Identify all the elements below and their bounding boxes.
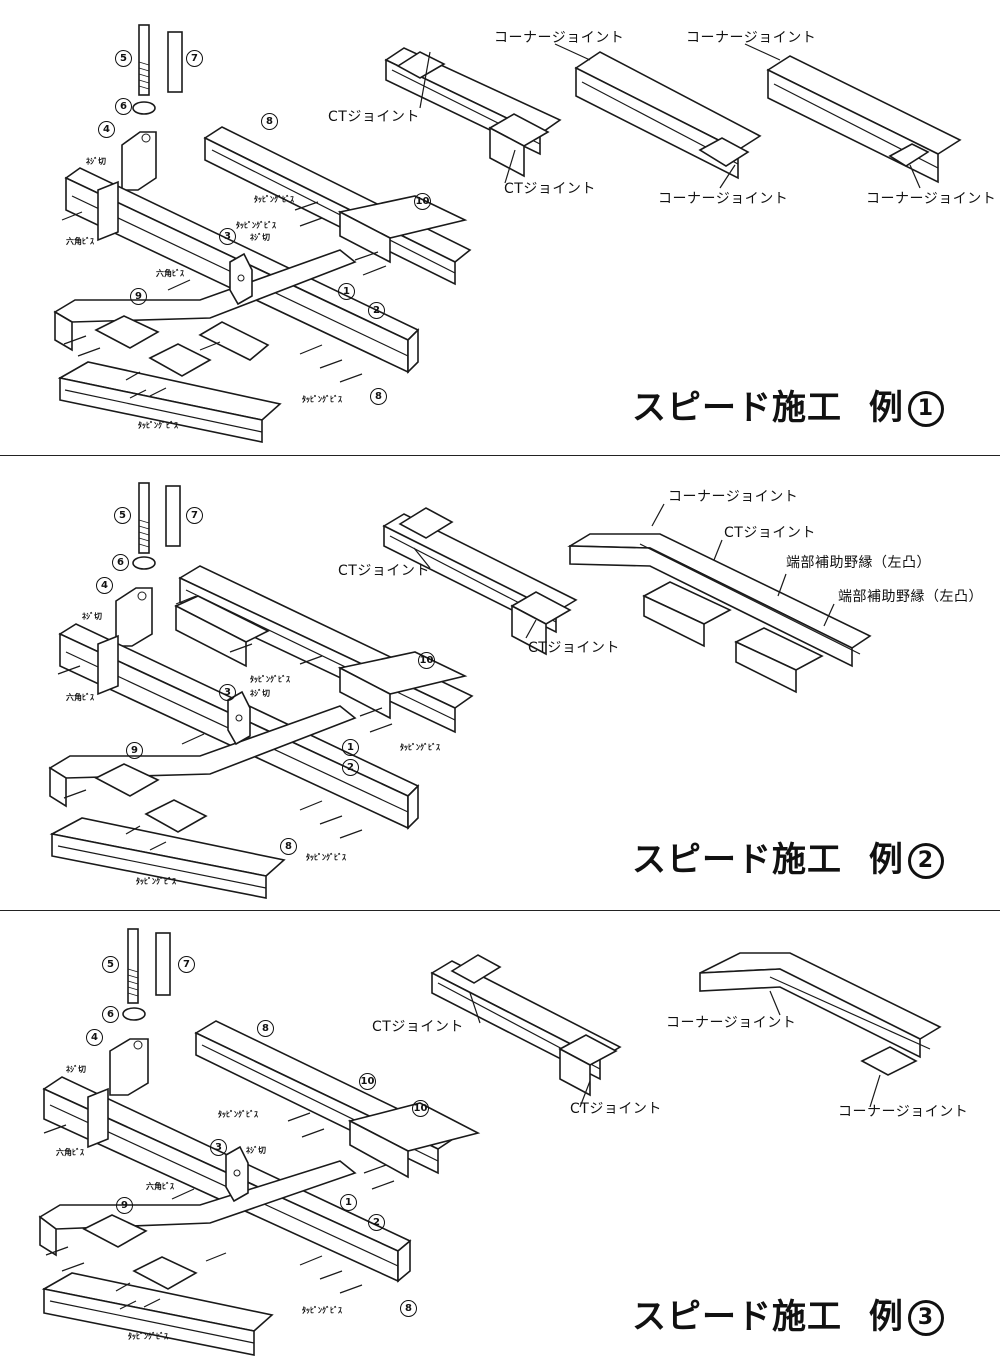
- part-number-2: 2: [368, 302, 385, 319]
- assembly-diagram: [48, 482, 872, 899]
- title-text: スピード施工: [632, 1297, 842, 1337]
- label-tapping-screw: ﾀｯﾋﾟﾝｸﾞﾋﾞｽ: [400, 743, 440, 752]
- label-tapping-screw: ﾀｯﾋﾟﾝｸﾞﾋﾞｽ: [254, 195, 294, 204]
- part-number-9: 9: [130, 288, 147, 305]
- callout-corner-joint: コーナージョイント: [686, 30, 817, 46]
- panel-example-1: CTジョイント CTジョイント コーナージョイント コーナージョイント コーナー…: [0, 0, 1000, 455]
- label-tapping-screw: ﾀｯﾋﾟﾝｸﾞﾋﾞｽ: [138, 421, 178, 430]
- label-tapping-screw: ﾀｯﾋﾟﾝｸﾞﾋﾞｽ: [136, 877, 176, 886]
- part-number-7: 7: [186, 50, 203, 67]
- part-number-10: 10: [418, 652, 435, 669]
- panel-example-2: CTジョイント CTジョイント コーナージョイント CTジョイント 端部補助野縁…: [0, 456, 1000, 910]
- panel-example-3: CTジョイント CTジョイント コーナージョイント コーナージョイント 5 7 …: [0, 911, 1000, 1364]
- label-tapping-screw: ﾀｯﾋﾟﾝｸﾞﾋﾞｽ: [250, 675, 290, 684]
- callout-corner-joint: コーナージョイント: [866, 191, 997, 207]
- callout-corner-joint: コーナージョイント: [658, 191, 789, 207]
- section-divider: [0, 910, 1000, 911]
- label-tapping-screw: ﾀｯﾋﾟﾝｸﾞﾋﾞｽ: [302, 1306, 342, 1315]
- callout-ct-joint: CTジョイント: [328, 109, 420, 125]
- part-number-10: 10: [412, 1100, 429, 1117]
- part-number-6: 6: [102, 1006, 119, 1023]
- assembly-diagram: [38, 928, 942, 1356]
- part-number-4: 4: [86, 1029, 103, 1046]
- callout-ct-joint: CTジョイント: [724, 525, 816, 541]
- part-number-3: 3: [219, 228, 236, 245]
- part-number-5: 5: [115, 50, 132, 67]
- callout-corner-joint: コーナージョイント: [668, 489, 799, 505]
- label-neji-cut: ﾈｼﾞ切: [86, 157, 106, 166]
- part-number-4: 4: [98, 121, 115, 138]
- label-hex-screw: 六角ﾋﾞｽ: [156, 269, 184, 278]
- part-number-5: 5: [114, 507, 131, 524]
- label-tapping-screw: ﾀｯﾋﾟﾝｸﾞﾋﾞｽ: [218, 1110, 258, 1119]
- part-number-10: 10: [414, 193, 431, 210]
- callout-end-auxiliary-furring: 端部補助野縁（左凸）: [786, 555, 931, 571]
- part-number-8: 8: [261, 113, 278, 130]
- callout-ct-joint: CTジョイント: [504, 181, 596, 197]
- part-number-3: 3: [219, 684, 236, 701]
- example-text: 例: [868, 1297, 904, 1337]
- label-neji-cut: ﾈｼﾞ切: [250, 233, 270, 242]
- callout-corner-joint: コーナージョイント: [838, 1104, 969, 1120]
- part-number-2: 2: [368, 1214, 385, 1231]
- label-hex-screw: 六角ﾋﾞｽ: [66, 693, 94, 702]
- label-hex-screw: 六角ﾋﾞｽ: [66, 237, 94, 246]
- label-neji-cut: ﾈｼﾞ切: [82, 612, 102, 621]
- callout-ct-joint: CTジョイント: [372, 1019, 464, 1035]
- part-number-7: 7: [186, 507, 203, 524]
- label-neji-cut: ﾈｼﾞ切: [246, 1146, 266, 1155]
- part-number-5: 5: [102, 956, 119, 973]
- label-hex-screw: 六角ﾋﾞｽ: [56, 1148, 84, 1157]
- label-tapping-screw: ﾀｯﾋﾟﾝｸﾞﾋﾞｽ: [128, 1332, 168, 1341]
- example-text: 例: [868, 388, 904, 428]
- example-number-badge: 2: [907, 843, 944, 879]
- callout-end-auxiliary-furring: 端部補助野縁（左凸）: [838, 589, 983, 605]
- callout-ct-joint: CTジョイント: [528, 640, 620, 656]
- part-number-6: 6: [115, 98, 132, 115]
- label-tapping-screw: ﾀｯﾋﾟﾝｸﾞﾋﾞｽ: [306, 853, 346, 862]
- example-number-badge: 1: [907, 391, 944, 427]
- part-number-1: 1: [340, 1194, 357, 1211]
- part-number-7: 7: [178, 956, 195, 973]
- section-divider: [0, 455, 1000, 456]
- label-neji-cut: ﾈｼﾞ切: [250, 689, 270, 698]
- part-number-1: 1: [342, 739, 359, 756]
- title-text: スピード施工: [632, 840, 842, 880]
- label-neji-cut: ﾈｼﾞ切: [66, 1065, 86, 1074]
- part-number-10: 10: [359, 1073, 376, 1090]
- label-tapping-screw: ﾀｯﾋﾟﾝｸﾞﾋﾞｽ: [236, 221, 276, 230]
- part-number-8: 8: [257, 1020, 274, 1037]
- callout-ct-joint: CTジョイント: [570, 1101, 662, 1117]
- example-number-badge: 3: [907, 1300, 944, 1336]
- callout-corner-joint: コーナージョイント: [666, 1015, 797, 1031]
- callout-ct-joint: CTジョイント: [338, 563, 430, 579]
- part-number-3: 3: [210, 1139, 227, 1156]
- part-number-9: 9: [126, 742, 143, 759]
- example-text: 例: [868, 840, 904, 880]
- callout-corner-joint: コーナージョイント: [494, 30, 625, 46]
- part-number-6: 6: [112, 554, 129, 571]
- part-number-8: 8: [280, 838, 297, 855]
- label-tapping-screw: ﾀｯﾋﾟﾝｸﾞﾋﾞｽ: [302, 395, 342, 404]
- part-number-2: 2: [342, 759, 359, 776]
- part-number-8: 8: [370, 388, 387, 405]
- assembly-diagram: [53, 24, 962, 443]
- part-number-9: 9: [116, 1197, 133, 1214]
- label-hex-screw: 六角ﾋﾞｽ: [146, 1182, 174, 1191]
- part-number-1: 1: [338, 283, 355, 300]
- part-number-4: 4: [96, 577, 113, 594]
- part-number-8: 8: [400, 1300, 417, 1317]
- title-text: スピード施工: [632, 388, 842, 428]
